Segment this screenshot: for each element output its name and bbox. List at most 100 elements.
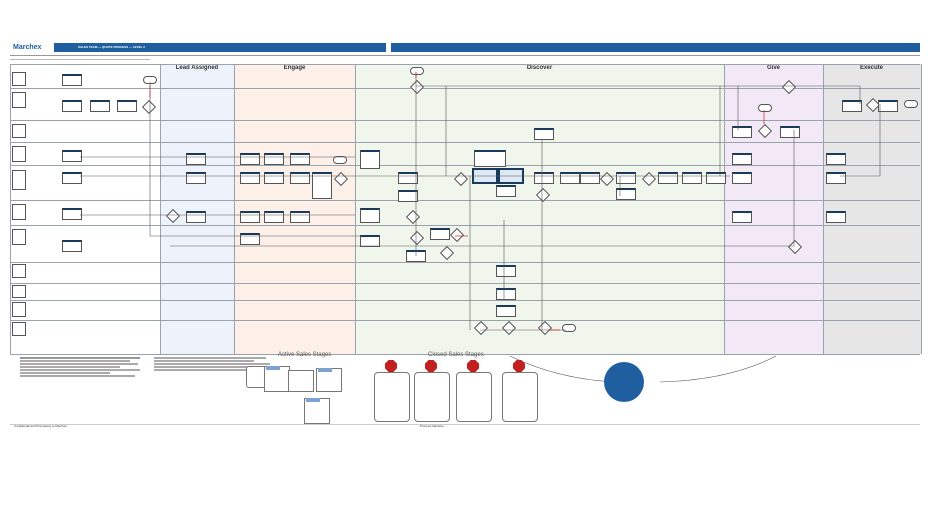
process-step — [560, 172, 580, 184]
lane-border — [10, 262, 920, 263]
lane-label — [12, 124, 26, 138]
closed-stages-title: Closed Sales Stages — [428, 352, 484, 358]
closed-stage-card — [502, 372, 538, 422]
process-step — [496, 288, 516, 300]
lane-border — [10, 200, 920, 201]
lane-border — [10, 283, 920, 284]
lane-label — [12, 170, 26, 190]
lane-border — [10, 120, 920, 121]
stop-icon — [425, 360, 437, 372]
process-step — [90, 100, 110, 112]
lane-border — [10, 142, 920, 143]
lane-border — [10, 64, 920, 65]
stage-column-discover — [355, 64, 725, 354]
lane-border — [10, 225, 920, 226]
process-step — [186, 172, 206, 184]
stage-label-lead-assigned: Lead Assigned — [175, 65, 219, 71]
lane-label — [12, 302, 26, 317]
terminator — [562, 324, 576, 332]
process-step — [240, 211, 260, 223]
lane-border — [10, 300, 920, 301]
process-step — [312, 172, 332, 199]
lane-border — [10, 320, 920, 321]
process-step — [240, 153, 260, 165]
process-step — [240, 172, 260, 184]
lane-label — [12, 92, 26, 108]
lane-label — [12, 146, 26, 162]
stage-label-give: Give — [766, 65, 780, 71]
process-step — [62, 150, 82, 162]
active-stage-card — [288, 370, 314, 392]
process-step — [62, 74, 82, 86]
stage-column-engage — [234, 64, 356, 354]
logo-text: Marchex — [13, 44, 42, 51]
lane-label — [12, 285, 26, 298]
process-step — [616, 188, 636, 200]
process-step — [496, 305, 516, 317]
process-step — [360, 235, 380, 247]
process-step — [186, 211, 206, 223]
stop-icon — [385, 360, 397, 372]
footer-left-text: Confidential and Proprietary to Marchex — [14, 424, 67, 428]
process-step — [290, 153, 310, 165]
process-step — [826, 211, 846, 223]
process-step — [826, 172, 846, 184]
terminator — [758, 104, 772, 112]
process-step — [398, 172, 418, 184]
process-step — [842, 100, 862, 112]
lane-label — [12, 322, 26, 336]
process-step — [62, 100, 82, 112]
process-step — [826, 153, 846, 165]
lane-label — [12, 204, 26, 220]
header-bar-right — [391, 43, 920, 52]
process-step — [360, 208, 380, 223]
header-rule — [10, 55, 920, 56]
header-bar-left: SALES TEAM — QUOTE PROCESS — LEVEL 2 — [54, 43, 386, 52]
process-step — [682, 172, 702, 184]
process-step — [658, 172, 678, 184]
process-step — [732, 126, 752, 138]
active-stage-tab — [306, 398, 320, 402]
lane-border — [10, 88, 920, 89]
process-step — [62, 240, 82, 252]
stage-column-execute — [823, 64, 922, 354]
process-step — [62, 172, 82, 184]
terminator — [333, 156, 347, 164]
process-step — [290, 211, 310, 223]
process-step — [580, 172, 600, 184]
lane-label — [12, 264, 26, 278]
closed-stage-card — [374, 372, 410, 422]
process-step — [706, 172, 726, 184]
process-step — [117, 100, 137, 112]
stage-label-discover: Discover — [526, 65, 553, 71]
header-rule-2 — [10, 59, 150, 60]
end-terminator — [904, 100, 918, 108]
process-step — [732, 211, 752, 223]
process-step — [398, 190, 418, 202]
lane-label — [12, 72, 26, 86]
process-step — [62, 208, 82, 220]
terminator — [410, 67, 424, 75]
process-step — [780, 126, 800, 138]
stop-icon — [513, 360, 525, 372]
process-step — [732, 172, 752, 184]
closed-stage-card — [414, 372, 450, 422]
stop-icon — [467, 360, 479, 372]
process-step — [496, 185, 516, 197]
process-step — [534, 172, 554, 184]
notes-block-right — [154, 356, 274, 412]
process-step — [186, 153, 206, 165]
process-step — [534, 128, 554, 140]
lane-label — [12, 229, 26, 245]
process-step — [264, 172, 284, 184]
process-step — [290, 172, 310, 184]
process-step — [360, 150, 380, 169]
process-step — [616, 172, 636, 184]
callout-circle — [604, 362, 644, 402]
footer-rule — [10, 424, 920, 425]
lane-border — [10, 165, 920, 166]
process-step — [264, 211, 284, 223]
process-step — [732, 153, 752, 165]
active-stage-tab — [318, 368, 332, 372]
company-logo: Marchex — [13, 41, 41, 51]
